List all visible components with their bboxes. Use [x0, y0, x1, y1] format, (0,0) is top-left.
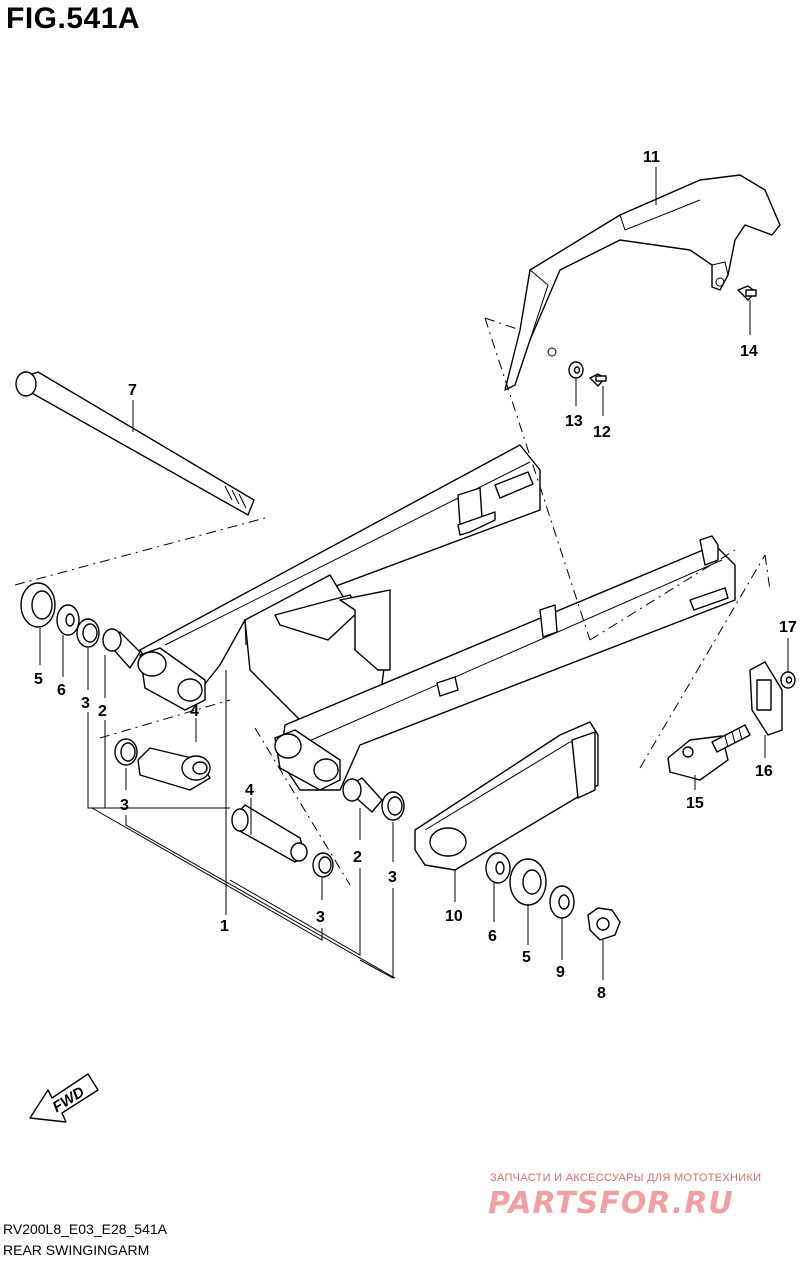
pivot-nut[interactable]	[587, 907, 621, 941]
callout-5a: 5	[34, 671, 43, 688]
model-code: RV200L8_E03_E28_541A	[3, 1221, 168, 1237]
bush-left[interactable]	[137, 747, 211, 791]
figure-title: FIG.541A	[6, 2, 141, 35]
callout-16: 16	[755, 763, 773, 780]
callout-3c: 3	[388, 869, 397, 886]
bearing-right-lower[interactable]	[312, 852, 334, 878]
callout-17: 17	[779, 619, 797, 636]
callout-12: 12	[593, 424, 611, 441]
bush-right[interactable]	[231, 804, 308, 863]
callout-6a: 6	[57, 682, 66, 699]
callout-10: 10	[445, 908, 463, 925]
watermark-logo: PARTSFOR.RU	[488, 1186, 734, 1221]
callout-5b: 5	[522, 949, 531, 966]
callout-11: 11	[643, 149, 660, 166]
chain-adjuster-plate[interactable]	[667, 724, 751, 781]
swingarm[interactable]	[137, 444, 736, 791]
callout-14: 14	[740, 343, 758, 360]
leader-lines	[39, 167, 789, 980]
nut-17[interactable]	[780, 671, 796, 689]
bearing-right-upper[interactable]	[381, 791, 405, 821]
oil-seal-right[interactable]	[509, 858, 547, 906]
callout-7: 7	[128, 382, 137, 399]
axle-end-plate[interactable]	[749, 661, 783, 736]
callout-9: 9	[556, 964, 565, 981]
callout-8: 8	[597, 985, 606, 1002]
washer-small[interactable]	[568, 361, 584, 379]
washer-outer[interactable]	[549, 885, 575, 919]
phantom-lines	[14, 317, 771, 886]
callout-2b: 2	[353, 849, 362, 866]
washer-right[interactable]	[485, 852, 511, 884]
watermark-tagline: ЗАПЧАСТИ И АКСЕССУАРЫ ДЛЯ МОТОТЕХНИКИ	[490, 1172, 762, 1184]
spacer-right[interactable]	[342, 777, 383, 813]
callout-3d: 3	[316, 909, 325, 926]
callout-1: 1	[220, 918, 229, 935]
washer-left[interactable]	[56, 604, 80, 636]
figure-caption: REAR SWINGINGARM	[3, 1242, 150, 1258]
callout-15: 15	[686, 795, 704, 812]
bearing-left-lower[interactable]	[114, 738, 138, 766]
spacer-left[interactable]	[102, 628, 141, 669]
callout-2a: 2	[98, 703, 107, 720]
bearing-left-upper[interactable]	[76, 618, 100, 648]
oil-seal-left[interactable]	[20, 582, 56, 628]
callout-4b: 4	[245, 782, 254, 799]
pivot-shaft[interactable]	[15, 371, 255, 516]
callout-4a: 4	[190, 703, 199, 720]
callout-3a: 3	[81, 695, 90, 712]
chain-guard[interactable]	[504, 174, 781, 391]
callout-13: 13	[565, 413, 583, 430]
callout-numbers: 7 11 14 13 12 5 6 3 2 4 3 4 2 3 3 1 10 6…	[34, 149, 797, 1002]
callout-3b: 3	[120, 797, 129, 814]
fwd-arrow-icon: FWD	[29, 1073, 99, 1123]
chain-buffer[interactable]	[414, 721, 599, 871]
callout-6b: 6	[488, 928, 497, 945]
bolt-12[interactable]	[589, 373, 607, 387]
bolt-14[interactable]	[737, 285, 757, 301]
